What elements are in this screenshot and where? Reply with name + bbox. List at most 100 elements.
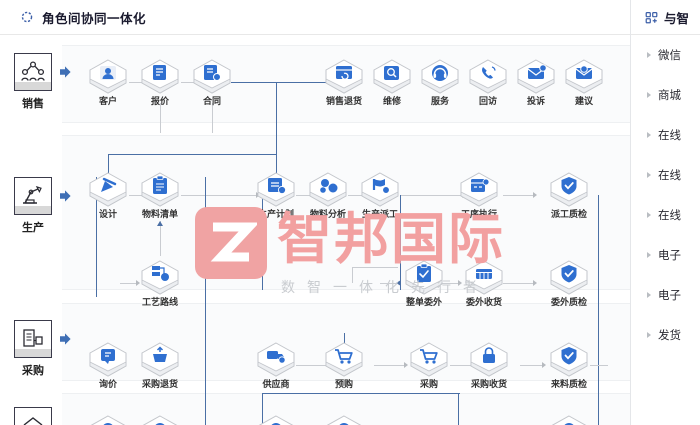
node-row5-a[interactable] (84, 415, 132, 425)
node-contract[interactable]: 合同 (188, 59, 236, 107)
role-label: 生产 (22, 222, 44, 234)
document-box-icon (23, 329, 43, 347)
node-quote[interactable]: 报价 (136, 59, 184, 107)
triangle-right-icon (647, 292, 651, 298)
connector-bom-route (160, 221, 161, 256)
node-label: 工艺路线 (141, 297, 178, 307)
node-prepurchase[interactable]: 预购 (320, 342, 368, 390)
node-label: 报价 (150, 96, 169, 106)
node-process-exec[interactable]: 工序执行 (455, 172, 503, 220)
clipboard-check-icon (405, 260, 443, 295)
lock-receive-icon (470, 342, 508, 377)
connector-recv-qc (503, 283, 533, 284)
list-item[interactable]: 在线 (631, 195, 700, 235)
role-label: 采购 (22, 365, 44, 377)
node-label: 预购 (334, 379, 353, 389)
node-row5-c[interactable] (252, 415, 300, 425)
connector-bom-plan (181, 195, 256, 196)
node-design[interactable]: 设计 (84, 172, 132, 220)
list-item[interactable]: 微信 (631, 35, 700, 75)
node-purchase-return[interactable]: 采购退货 (136, 342, 184, 390)
list-item[interactable]: 电子 (631, 235, 700, 275)
node-shape (256, 172, 296, 208)
list-item[interactable]: 在线 (631, 155, 700, 195)
integration-list: 微信 商城 在线 在线 在线 电子 (631, 35, 700, 355)
node-route[interactable]: 工艺路线 (136, 260, 184, 308)
node-shape (88, 342, 128, 378)
role-item-production[interactable]: 生产 (10, 177, 71, 235)
node-shape (88, 172, 128, 208)
node-suggestion[interactable]: 建议 (560, 59, 608, 107)
connector-plan-matanal (296, 195, 314, 196)
node-sales-return[interactable]: 销售退货 (320, 59, 368, 107)
connector-bottom-left (262, 393, 264, 425)
node-partial-icon (142, 415, 178, 425)
node-row5-e[interactable] (545, 415, 593, 425)
node-inquiry[interactable]: 询价 (84, 342, 132, 390)
node-row5-d[interactable] (320, 415, 368, 425)
node-mat-analysis[interactable]: 物料分析 (304, 172, 352, 220)
node-dispatch[interactable]: 生产派工 (356, 172, 404, 220)
node-out-receive[interactable]: 委外收货 (460, 260, 508, 308)
node-out-qc[interactable]: 委外质检 (545, 260, 593, 308)
node-customer[interactable]: 客户 (84, 59, 132, 107)
node-shape (549, 415, 589, 425)
integration-panel: 与智 微信 商城 在线 在线 在线 (630, 0, 700, 425)
node-supplier[interactable]: 供应商 (252, 342, 300, 390)
role-item-purchase[interactable]: 采购 (10, 320, 71, 378)
connector-spine-qc (598, 195, 600, 385)
node-shape (468, 59, 508, 95)
list-item-label: 在线 (658, 170, 681, 182)
node-purchase[interactable]: 采购 (405, 342, 453, 390)
node-dispatch-qc[interactable]: 派工质检 (545, 172, 593, 220)
node-service[interactable]: 服务 (416, 59, 464, 107)
node-prod-plan[interactable]: 生产计划 (252, 172, 300, 220)
cart-icon (325, 342, 363, 377)
list-item[interactable]: 在线 (631, 115, 700, 155)
list-item-label: 电子 (658, 250, 681, 262)
connector-outsource-row (380, 283, 398, 284)
node-followup[interactable]: 回访 (464, 59, 512, 107)
arrow-right-icon (60, 190, 71, 202)
receive-goods-icon (465, 260, 503, 295)
role-item-sales[interactable]: 销售 (10, 53, 71, 111)
role-item-warehouse[interactable] (10, 407, 56, 425)
node-repair[interactable]: 维修 (368, 59, 416, 107)
supplier-truck-icon (257, 342, 295, 377)
node-label: 委外收货 (465, 297, 502, 307)
node-row5-b[interactable] (136, 415, 184, 425)
process-exec-icon (460, 172, 498, 207)
connector-recv-incoming (520, 365, 542, 366)
arrow-left-icon (396, 279, 401, 286)
node-bom[interactable]: 物料清单 (136, 172, 184, 220)
list-item-label: 微信 (658, 50, 681, 62)
node-shape (256, 415, 296, 425)
node-shape (140, 415, 180, 425)
node-complaint[interactable]: 投诉 (512, 59, 560, 107)
connector-row2-bus (108, 154, 276, 156)
triangle-right-icon (647, 132, 651, 138)
return-box-icon (325, 59, 363, 94)
node-label: 委外质检 (550, 297, 587, 307)
dispatch-icon (361, 172, 399, 207)
integration-panel-header: 与智 (631, 0, 700, 35)
node-shape (192, 59, 232, 95)
robot-arm-icon (23, 186, 42, 204)
node-shape (88, 415, 128, 425)
list-item-label: 商城 (658, 90, 681, 102)
list-item-label: 发货 (658, 330, 681, 342)
node-incoming-qc[interactable]: 来料质检 (545, 342, 593, 390)
node-full-outsource[interactable]: 整单委外 (400, 260, 448, 308)
node-purchase-receive[interactable]: 采购收货 (465, 342, 513, 390)
list-item[interactable]: 商城 (631, 75, 700, 115)
connector-contract-down (276, 82, 278, 177)
list-item[interactable]: 发货 (631, 315, 700, 355)
triangle-right-icon (647, 52, 651, 58)
connector-pre-purchase (374, 365, 404, 366)
triangle-right-icon (647, 92, 651, 98)
list-item[interactable]: 电子 (631, 275, 700, 315)
connector-spine-far (400, 195, 402, 290)
contract-doc-icon (193, 59, 231, 94)
node-shape (256, 342, 296, 378)
user-avatar-icon (89, 59, 127, 94)
